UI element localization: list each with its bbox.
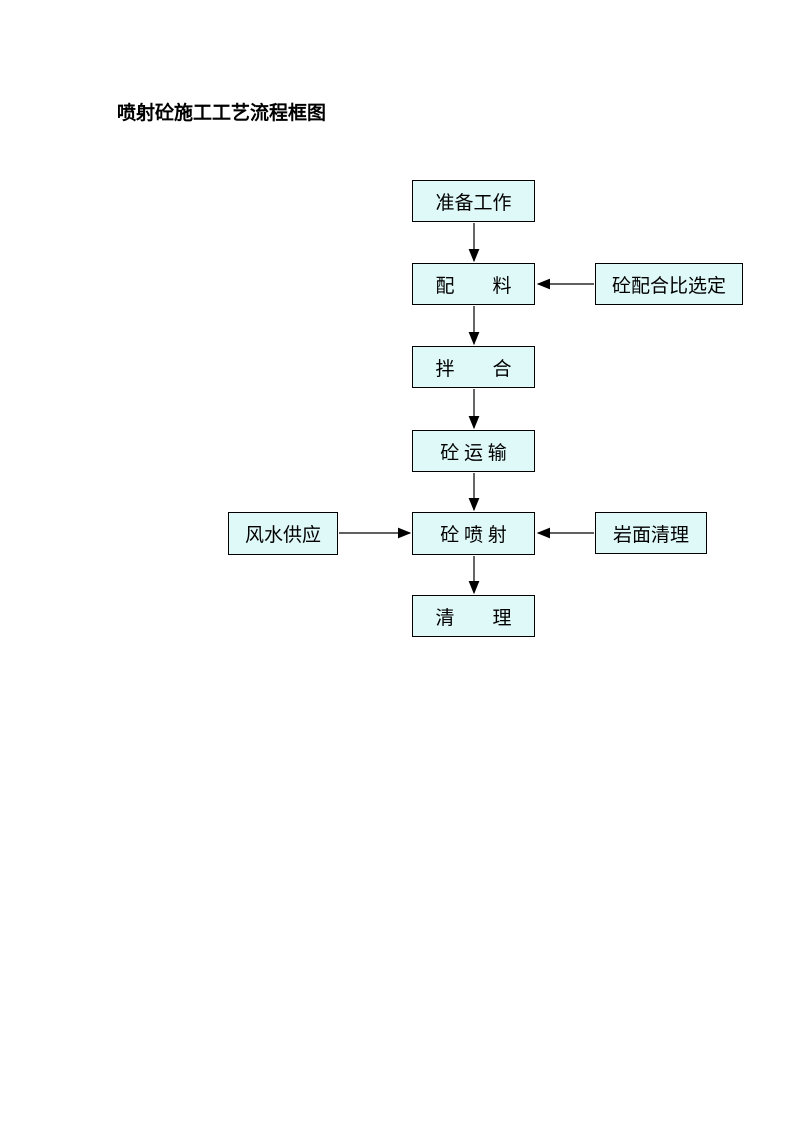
flow-node-batching: 配 料: [412, 263, 535, 305]
flow-node-mixing: 拌 合: [412, 346, 535, 388]
flow-node-cleanup: 清 理: [412, 595, 535, 637]
flow-node-concrete-spraying: 砼 喷 射: [412, 512, 535, 555]
flow-node-mix-ratio-selection: 砼配合比选定: [595, 263, 743, 305]
flow-node-prepare: 准备工作: [412, 180, 535, 222]
flowchart-title: 喷射砼施工工艺流程框图: [117, 103, 327, 124]
flow-node-air-water-supply: 风水供应: [228, 512, 338, 555]
flow-node-rock-face-cleaning: 岩面清理: [595, 512, 707, 554]
flow-node-concrete-transport: 砼 运 输: [412, 430, 535, 472]
